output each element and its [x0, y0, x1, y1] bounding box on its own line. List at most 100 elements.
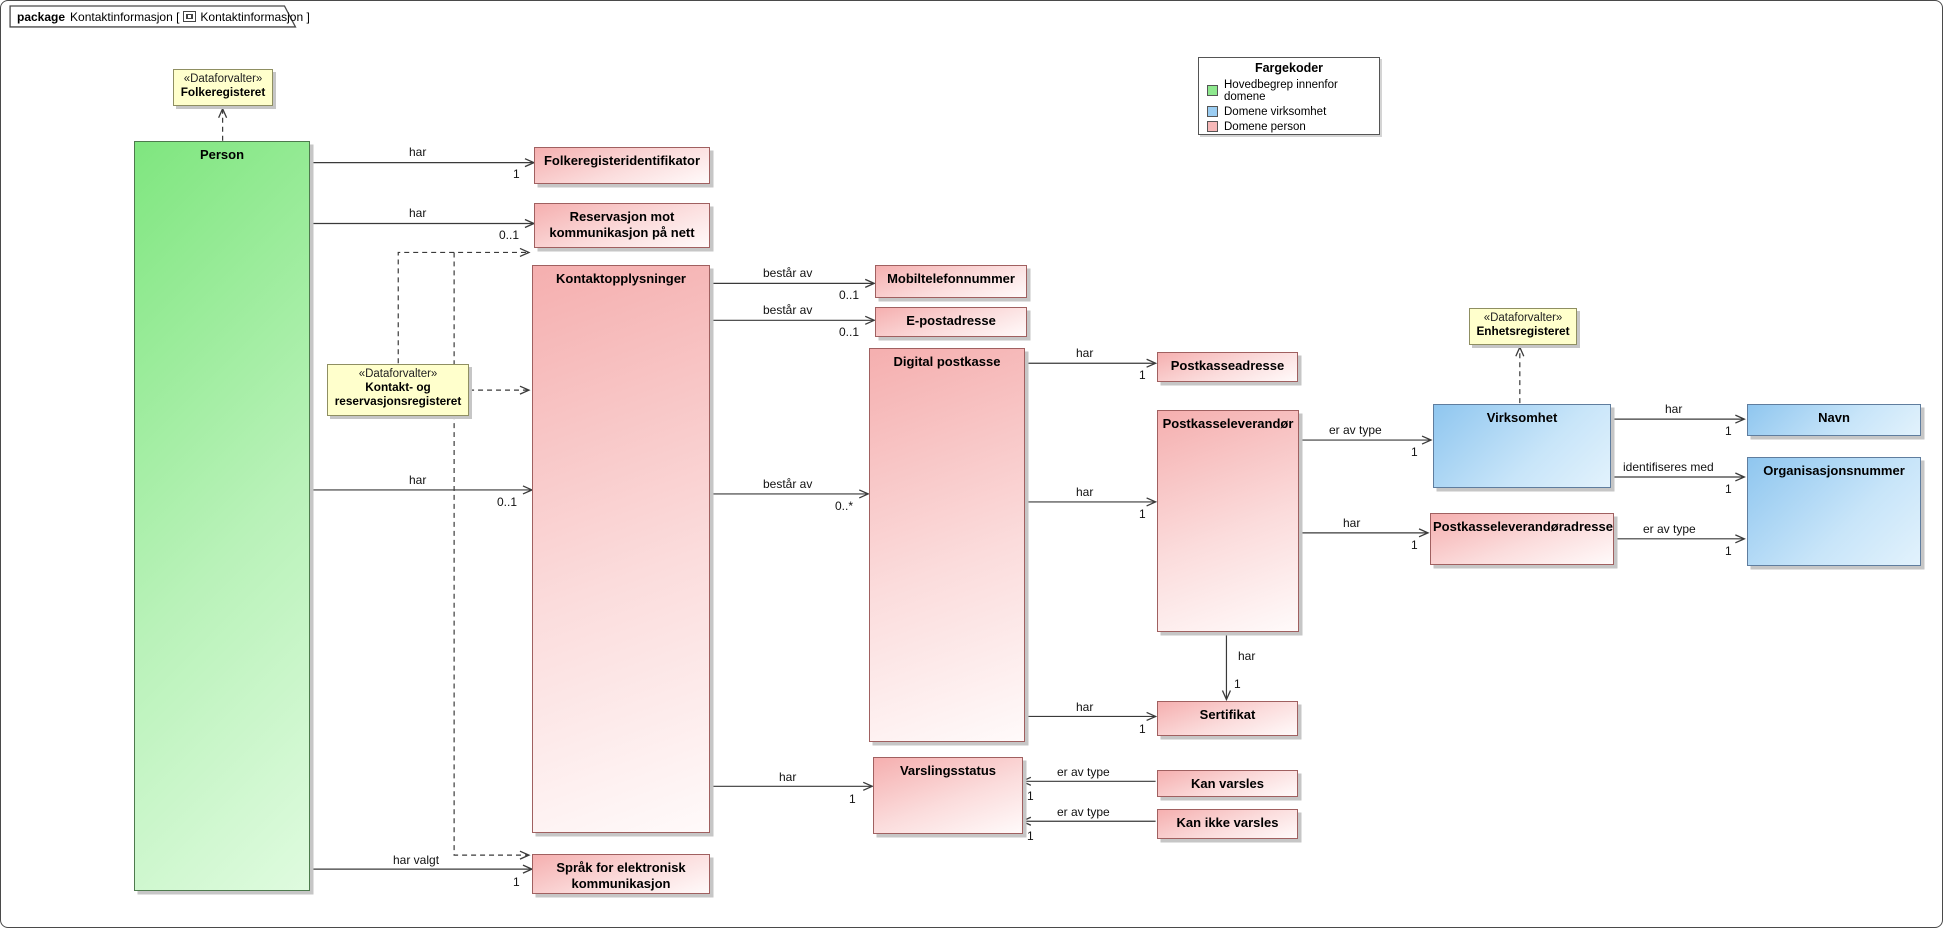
- edge-label: identifiseres med: [1623, 460, 1714, 474]
- note-kontakt-og-reservasjonsregisteret[interactable]: «Dataforvalter» Kontakt- og reservasjons…: [327, 364, 469, 416]
- edge-multiplicity: 1: [513, 875, 520, 889]
- edge-label: har: [409, 206, 427, 220]
- node-postkasseleverandor[interactable]: Postkasseleverandør: [1157, 410, 1299, 632]
- edge-label: består av: [763, 477, 813, 491]
- legend-swatch-blue: [1207, 106, 1218, 117]
- note-folkeregisteret[interactable]: «Dataforvalter» Folkeregisteret: [173, 69, 273, 106]
- node-label: E-postadresse: [906, 313, 996, 328]
- edge-multiplicity: 1: [1139, 722, 1146, 736]
- legend-item: Hovedbegrep innenfor domene: [1199, 77, 1379, 104]
- edge-multiplicity: 0..1: [839, 288, 860, 302]
- legend-title: Fargekoder: [1254, 61, 1324, 75]
- package-diagram-ref: Kontaktinformasjon ]: [200, 10, 310, 24]
- edge-multiplicity: 1: [1411, 538, 1418, 552]
- node-kan-varsles[interactable]: Kan varsles: [1157, 770, 1298, 797]
- edge-multiplicity: 1: [1027, 789, 1034, 803]
- node-navn[interactable]: Navn: [1747, 404, 1921, 436]
- edge-multiplicity: 1: [1725, 482, 1732, 496]
- edge-multiplicity: 1: [1411, 445, 1418, 459]
- edge-multiplicity: 1: [1234, 677, 1241, 691]
- node-digital-postkasse[interactable]: Digital postkasse: [869, 348, 1025, 742]
- edge-label: har: [779, 770, 797, 784]
- edge-multiplicity: 1: [1139, 368, 1146, 382]
- node-label: Virksomhet: [1486, 410, 1558, 425]
- node-organisasjonsnummer[interactable]: Organisasjonsnummer: [1747, 457, 1921, 566]
- association-lines: [310, 158, 1746, 874]
- package-tab: package Kontaktinformasjon [ Kontaktinform…: [17, 10, 310, 24]
- node-label: Person: [199, 147, 245, 162]
- node-varslingsstatus[interactable]: Varslingsstatus: [873, 757, 1023, 834]
- edge-label: har: [1238, 649, 1256, 663]
- edge-label: har: [1076, 346, 1094, 360]
- package-name: Kontaktinformasjon [: [70, 10, 180, 24]
- note-name: Kontakt- og reservasjonsregisteret: [334, 380, 462, 409]
- diagram-icon: [183, 11, 197, 22]
- edge-label: har: [1076, 485, 1094, 499]
- legend-item-label: Hovedbegrep innenfor domene: [1224, 78, 1338, 103]
- edge-label: består av: [763, 303, 813, 317]
- edge-label: er av type: [1329, 423, 1382, 437]
- note-name: Folkeregisteret: [180, 85, 266, 99]
- node-label: Postkasseleverandør: [1162, 416, 1294, 431]
- edge-label: er av type: [1643, 522, 1696, 536]
- edge-multiplicity: 1: [849, 792, 856, 806]
- node-kan-ikke-varsles[interactable]: Kan ikke varsles: [1157, 809, 1298, 839]
- node-label: Språk for elektronisk kommunikasjon: [556, 860, 686, 892]
- note-stereotype: «Dataforvalter»: [358, 368, 438, 380]
- node-label: Postkasseadresse: [1170, 358, 1285, 373]
- node-postkasseadresse[interactable]: Postkasseadresse: [1157, 352, 1298, 382]
- dependency-lines: [218, 107, 1525, 860]
- edge-label: har: [1665, 402, 1683, 416]
- node-person[interactable]: Person: [134, 141, 310, 891]
- legend-swatch-pink: [1207, 121, 1218, 132]
- node-label: Navn: [1818, 410, 1850, 425]
- edge-label: er av type: [1057, 805, 1110, 819]
- edge-label: har: [1076, 700, 1094, 714]
- node-label: Postkasseleverandøradresse: [1433, 519, 1613, 534]
- node-epostadresse[interactable]: E-postadresse: [875, 307, 1027, 337]
- node-label: Kontaktopplysninger: [555, 271, 686, 286]
- node-folkeregisteridentifikator[interactable]: Folkeregisteridentifikator: [534, 147, 710, 184]
- node-label: Sertifikat: [1199, 707, 1256, 722]
- node-label: Kan varsles: [1191, 776, 1264, 791]
- node-label: Digital postkasse: [893, 354, 1001, 369]
- note-stereotype: «Dataforvalter»: [1483, 312, 1563, 324]
- node-sprak-for-elektronisk-kommunikasjon[interactable]: Språk for elektronisk kommunikasjon: [532, 854, 710, 894]
- edge-multiplicity: 0..*: [835, 499, 854, 513]
- note-enhetsregisteret[interactable]: «Dataforvalter» Enhetsregisteret: [1469, 308, 1577, 345]
- node-reservasjon-mot-kommunikasjon[interactable]: Reservasjon mot kommunikasjon på nett: [534, 203, 710, 248]
- edge-multiplicity: 0..1: [497, 495, 518, 509]
- package-keyword: package: [17, 10, 66, 24]
- note-stereotype: «Dataforvalter»: [183, 73, 263, 85]
- legend: Fargekoder Hovedbegrep innenfor domene D…: [1198, 57, 1380, 135]
- legend-item-label: Domene person: [1224, 120, 1306, 133]
- edge-multiplicity: 0..1: [839, 325, 860, 339]
- node-postkasseleverandoradresse[interactable]: Postkasseleverandøradresse: [1430, 513, 1614, 565]
- edge-multiplicity: 1: [1139, 507, 1146, 521]
- node-mobiltelefonnummer[interactable]: Mobiltelefonnummer: [875, 265, 1027, 298]
- node-label: Organisasjonsnummer: [1763, 463, 1905, 478]
- legend-swatch-green: [1207, 85, 1218, 96]
- node-label: Mobiltelefonnummer: [887, 271, 1015, 286]
- node-sertifikat[interactable]: Sertifikat: [1157, 701, 1298, 736]
- node-kontaktopplysninger[interactable]: Kontaktopplysninger: [532, 265, 710, 833]
- edge-label: har valgt: [393, 853, 440, 867]
- package-tab-outline: [9, 5, 297, 28]
- edge-label: har: [1343, 516, 1361, 530]
- edge-label: har: [409, 145, 427, 159]
- edge-multiplicity: 1: [1725, 544, 1732, 558]
- edge-label: har: [409, 473, 427, 487]
- node-virksomhet[interactable]: Virksomhet: [1433, 404, 1611, 488]
- edge-label: er av type: [1057, 765, 1110, 779]
- edge-label: består av: [763, 266, 813, 280]
- node-label: Kan ikke varsles: [1176, 815, 1279, 830]
- edge-multiplicity: 1: [1027, 829, 1034, 843]
- edge-multiplicity: 1: [513, 167, 520, 181]
- node-label: Folkeregisteridentifikator: [543, 153, 701, 168]
- legend-item: Domene person: [1199, 119, 1379, 134]
- legend-item-label: Domene virksomhet: [1224, 105, 1327, 118]
- node-label: Varslingsstatus: [899, 763, 997, 778]
- node-label: Reservasjon mot kommunikasjon på nett: [549, 209, 695, 241]
